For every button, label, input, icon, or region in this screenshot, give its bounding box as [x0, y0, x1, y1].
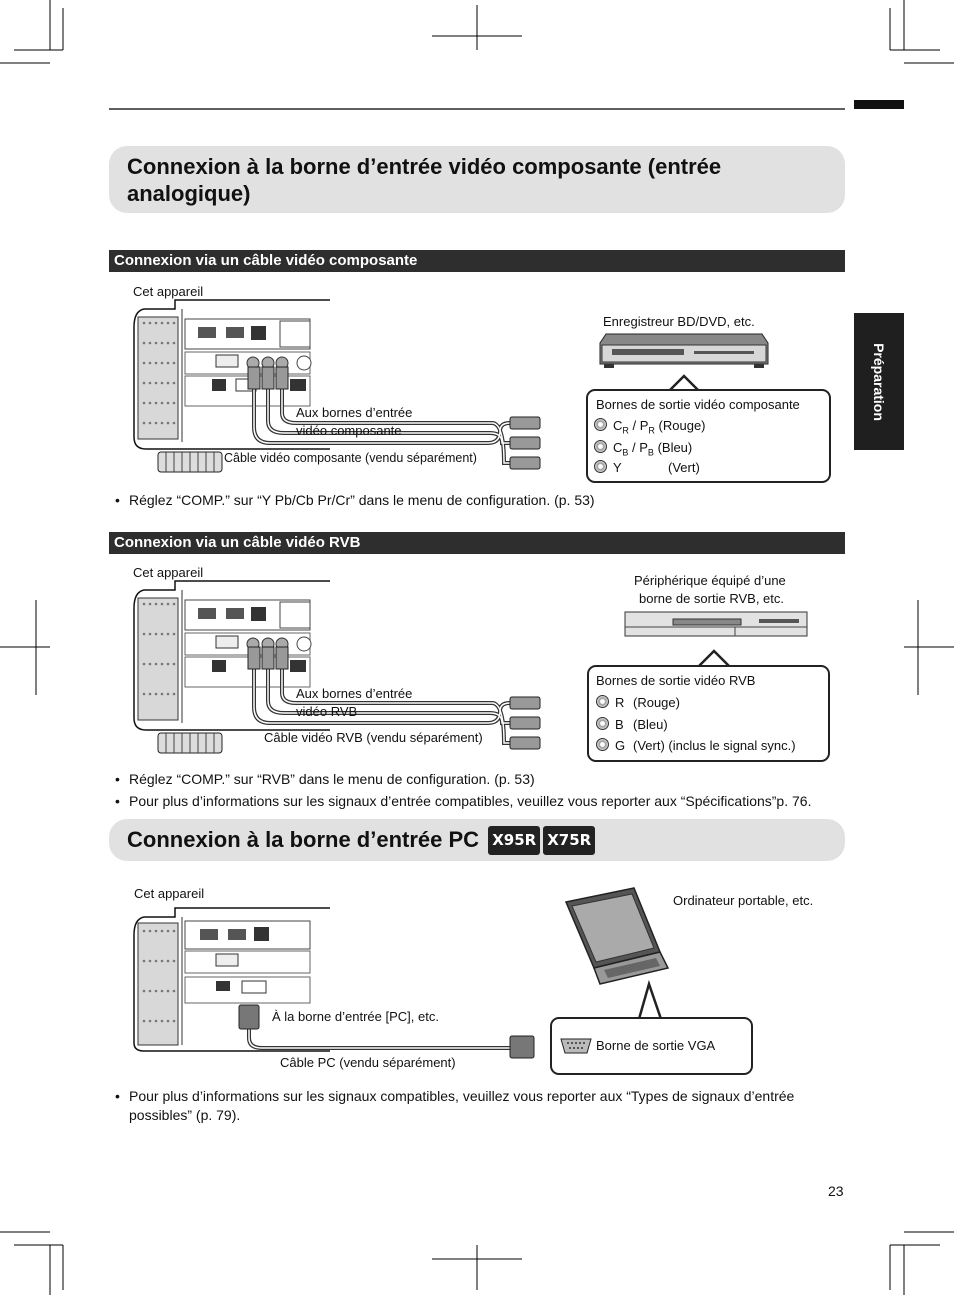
- source-label: Ordinateur portable, etc.: [673, 893, 814, 908]
- pin-color: (Rouge): [658, 418, 706, 433]
- pin-color: (Bleu): [633, 717, 668, 732]
- callout-title: Bornes de sortie vidéo RVB: [596, 673, 756, 688]
- pin-color: (Vert): [668, 460, 700, 475]
- pin-mid: / P: [628, 440, 648, 455]
- section-title-text: Connexion à la borne d’entrée PC: [127, 827, 480, 852]
- dvd-recorder-illustration: [599, 333, 769, 368]
- pin-label: C: [613, 440, 623, 455]
- source-label: Enregistreur BD/DVD, etc.: [603, 314, 755, 329]
- component-output-callout: [586, 389, 831, 483]
- vga-port-icon: [560, 1038, 592, 1054]
- vga-cable: [238, 1004, 535, 1059]
- callout-title: Bornes de sortie vidéo composante: [596, 397, 800, 412]
- rca-jack-icon: [594, 418, 607, 431]
- device-label: Cet appareil: [134, 886, 205, 901]
- model-badge: X95R: [488, 826, 541, 855]
- side-tab[interactable]: Préparation: [854, 313, 904, 450]
- pin-label: Y: [613, 460, 622, 475]
- pin-label: B: [615, 717, 624, 732]
- rca-jack-icon: [594, 460, 607, 473]
- pin-row-cr: CR / PR (Rouge): [594, 417, 706, 440]
- note-item: •Réglez “COMP.” sur “Y Pb/Cb Pr/Cr” dans…: [115, 491, 835, 510]
- callout-pointer: [697, 649, 731, 668]
- pin-color: (Vert) (inclus le signal sync.): [633, 738, 796, 753]
- source-label-line1: Périphérique équipé d’une: [634, 573, 786, 588]
- note-text: Réglez “COMP.” sur “RVB” dans le menu de…: [129, 771, 535, 787]
- input-label-line1: Aux bornes d’entrée: [296, 686, 413, 701]
- pin-mid: / P: [628, 418, 649, 433]
- rgb-device-illustration: [624, 611, 808, 637]
- page-number: 23: [828, 1183, 844, 1199]
- pin-row-y: Y (Vert): [594, 459, 700, 476]
- note-item: •Réglez “COMP.” sur “RVB” dans le menu d…: [115, 770, 835, 789]
- pin-label: C: [613, 418, 623, 433]
- rca-jack-icon: [596, 738, 609, 751]
- projector-rear-illustration: [133, 907, 330, 1052]
- pin-row-cb: CB / PB (Bleu): [594, 439, 692, 462]
- input-label-line1: Aux bornes d’entrée: [296, 405, 413, 420]
- callout-pointer: [637, 980, 663, 1020]
- pin-sub: B: [622, 447, 629, 458]
- pin-sub: B: [647, 447, 654, 458]
- note-text: Réglez “COMP.” sur “Y Pb/Cb Pr/Cr” dans …: [129, 492, 595, 508]
- cable-label: Câble PC (vendu séparément): [280, 1055, 456, 1070]
- side-tab-label: Préparation: [871, 342, 887, 421]
- input-label-line2: vidéo composante: [296, 423, 402, 438]
- rca-jack-icon: [596, 717, 609, 730]
- input-label: À la borne d’entrée [PC], etc.: [272, 1009, 439, 1024]
- pin-label: G: [615, 738, 626, 753]
- source-label-line2: borne de sortie RVB, etc.: [639, 591, 785, 606]
- note-text: Pour plus d’informations sur les signaux…: [129, 793, 812, 809]
- note-item: •Pour plus d’informations sur les signau…: [115, 792, 835, 811]
- device-label: Cet appareil: [133, 565, 204, 580]
- component-cable: [247, 366, 541, 470]
- pin-row-g: G (Vert) (inclus le signal sync.): [596, 737, 796, 754]
- callout-pointer: [667, 374, 701, 393]
- note-item: •Pour plus d’informations sur les signau…: [115, 1087, 835, 1125]
- device-label: Cet appareil: [133, 284, 204, 299]
- section-title: Connexion à la borne d’entrée vidéo comp…: [127, 154, 722, 206]
- pin-sub: R: [648, 425, 655, 436]
- pin-color: (Bleu): [657, 440, 693, 455]
- rgb-cable: [247, 646, 541, 750]
- pin-color: (Rouge): [633, 695, 680, 710]
- note-text: Pour plus d’informations sur les signaux…: [129, 1088, 795, 1123]
- rca-jack-icon: [596, 695, 609, 708]
- section-title-band: Connexion à la borne d’entrée vidéo comp…: [109, 146, 845, 213]
- input-label-line2: vidéo RVB: [296, 704, 358, 719]
- rca-jack-icon: [594, 440, 607, 453]
- pin-row-b: B (Bleu): [596, 716, 668, 733]
- rgb-output-callout: [587, 665, 830, 762]
- subsection-heading: Connexion via un câble vidéo composante: [109, 250, 845, 272]
- pin-row-r: R (Rouge): [596, 694, 680, 711]
- model-badge: X75R: [543, 826, 596, 855]
- callout-label: Borne de sortie VGA: [596, 1038, 716, 1053]
- cable-label: Câble vidéo RVB (vendu séparément): [264, 730, 483, 745]
- subsection-heading: Connexion via un câble vidéo RVB: [109, 532, 845, 554]
- pin-sub: R: [622, 425, 629, 436]
- cable-label: Câble vidéo composante (vendu séparément…: [224, 451, 477, 465]
- pin-label: R: [615, 695, 625, 710]
- laptop-illustration: [564, 887, 670, 985]
